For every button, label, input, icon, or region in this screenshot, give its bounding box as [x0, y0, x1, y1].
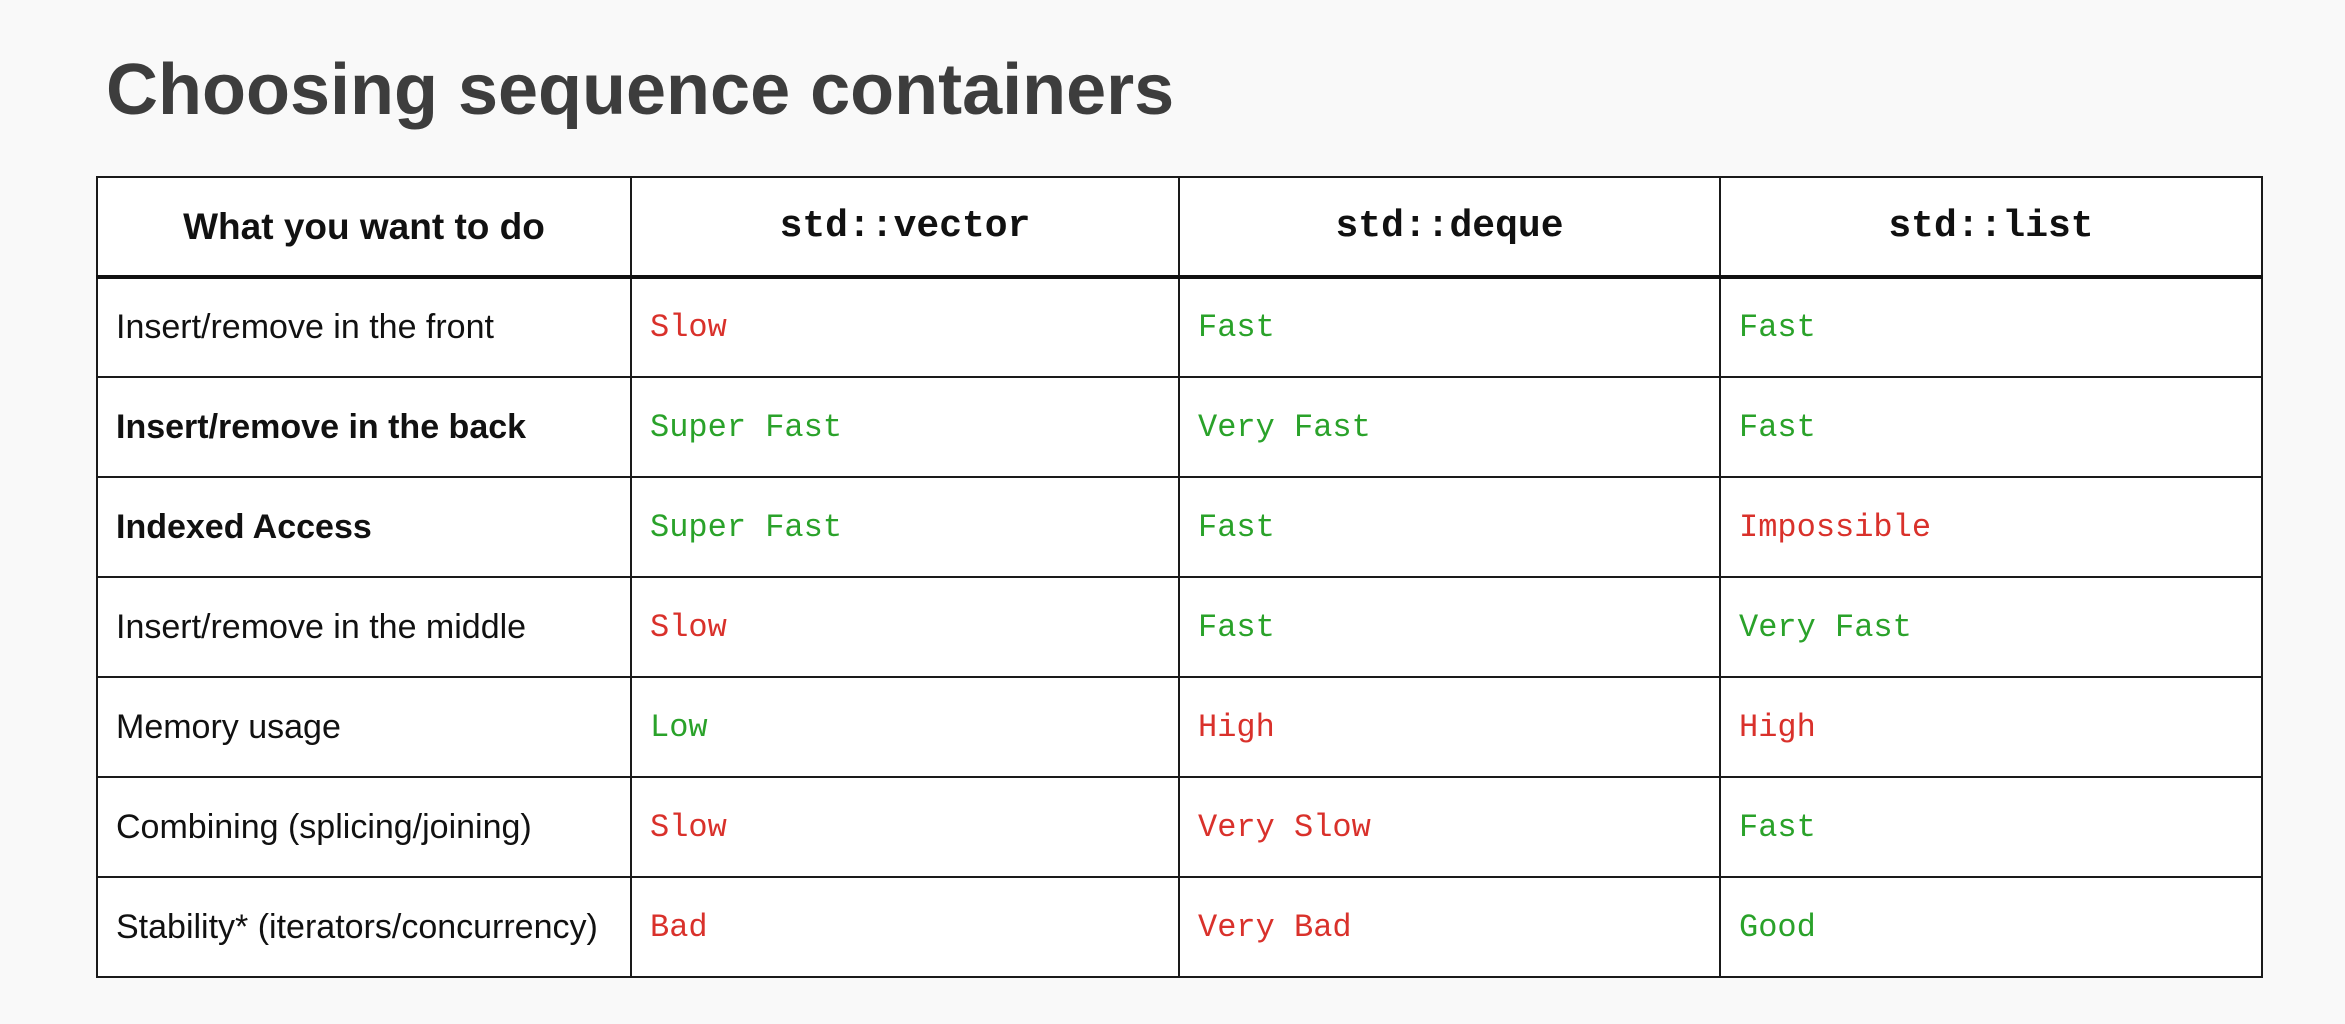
table-row: Indexed Access Super Fast Fast Impossibl…	[96, 476, 2263, 578]
deque-cell: Very Fast	[1178, 376, 1721, 478]
header-operation: What you want to do	[96, 176, 632, 279]
vector-cell: Slow	[630, 576, 1180, 678]
operation-cell: Memory usage	[96, 676, 632, 778]
comparison-table: What you want to do std::vector std::deq…	[96, 176, 2263, 978]
operation-cell: Combining (splicing/joining)	[96, 776, 632, 878]
list-cell: Fast	[1719, 776, 2263, 878]
table-row: Combining (splicing/joining) Slow Very S…	[96, 776, 2263, 878]
table-row: Insert/remove in the front Slow Fast Fas…	[96, 276, 2263, 378]
vector-cell: Super Fast	[630, 376, 1180, 478]
table-header-row: What you want to do std::vector std::deq…	[96, 176, 2263, 279]
page-title: Choosing sequence containers	[106, 50, 1175, 130]
deque-cell: High	[1178, 676, 1721, 778]
list-cell: Very Fast	[1719, 576, 2263, 678]
deque-cell: Very Slow	[1178, 776, 1721, 878]
vector-cell: Slow	[630, 276, 1180, 378]
deque-cell: Fast	[1178, 576, 1721, 678]
header-vector: std::vector	[630, 176, 1180, 279]
table-row: Stability* (iterators/concurrency) Bad V…	[96, 876, 2263, 978]
header-list: std::list	[1719, 176, 2263, 279]
operation-cell: Indexed Access	[96, 476, 632, 578]
deque-cell: Very Bad	[1178, 876, 1721, 978]
vector-cell: Super Fast	[630, 476, 1180, 578]
operation-cell: Insert/remove in the back	[96, 376, 632, 478]
operation-cell: Insert/remove in the middle	[96, 576, 632, 678]
header-deque: std::deque	[1178, 176, 1721, 279]
deque-cell: Fast	[1178, 276, 1721, 378]
table-row: Insert/remove in the middle Slow Fast Ve…	[96, 576, 2263, 678]
operation-cell: Insert/remove in the front	[96, 276, 632, 378]
list-cell: Fast	[1719, 376, 2263, 478]
vector-cell: Slow	[630, 776, 1180, 878]
deque-cell: Fast	[1178, 476, 1721, 578]
table-row: Insert/remove in the back Super Fast Ver…	[96, 376, 2263, 478]
list-cell: Impossible	[1719, 476, 2263, 578]
vector-cell: Bad	[630, 876, 1180, 978]
table-row: Memory usage Low High High	[96, 676, 2263, 778]
list-cell: High	[1719, 676, 2263, 778]
list-cell: Good	[1719, 876, 2263, 978]
list-cell: Fast	[1719, 276, 2263, 378]
vector-cell: Low	[630, 676, 1180, 778]
operation-cell: Stability* (iterators/concurrency)	[96, 876, 632, 978]
